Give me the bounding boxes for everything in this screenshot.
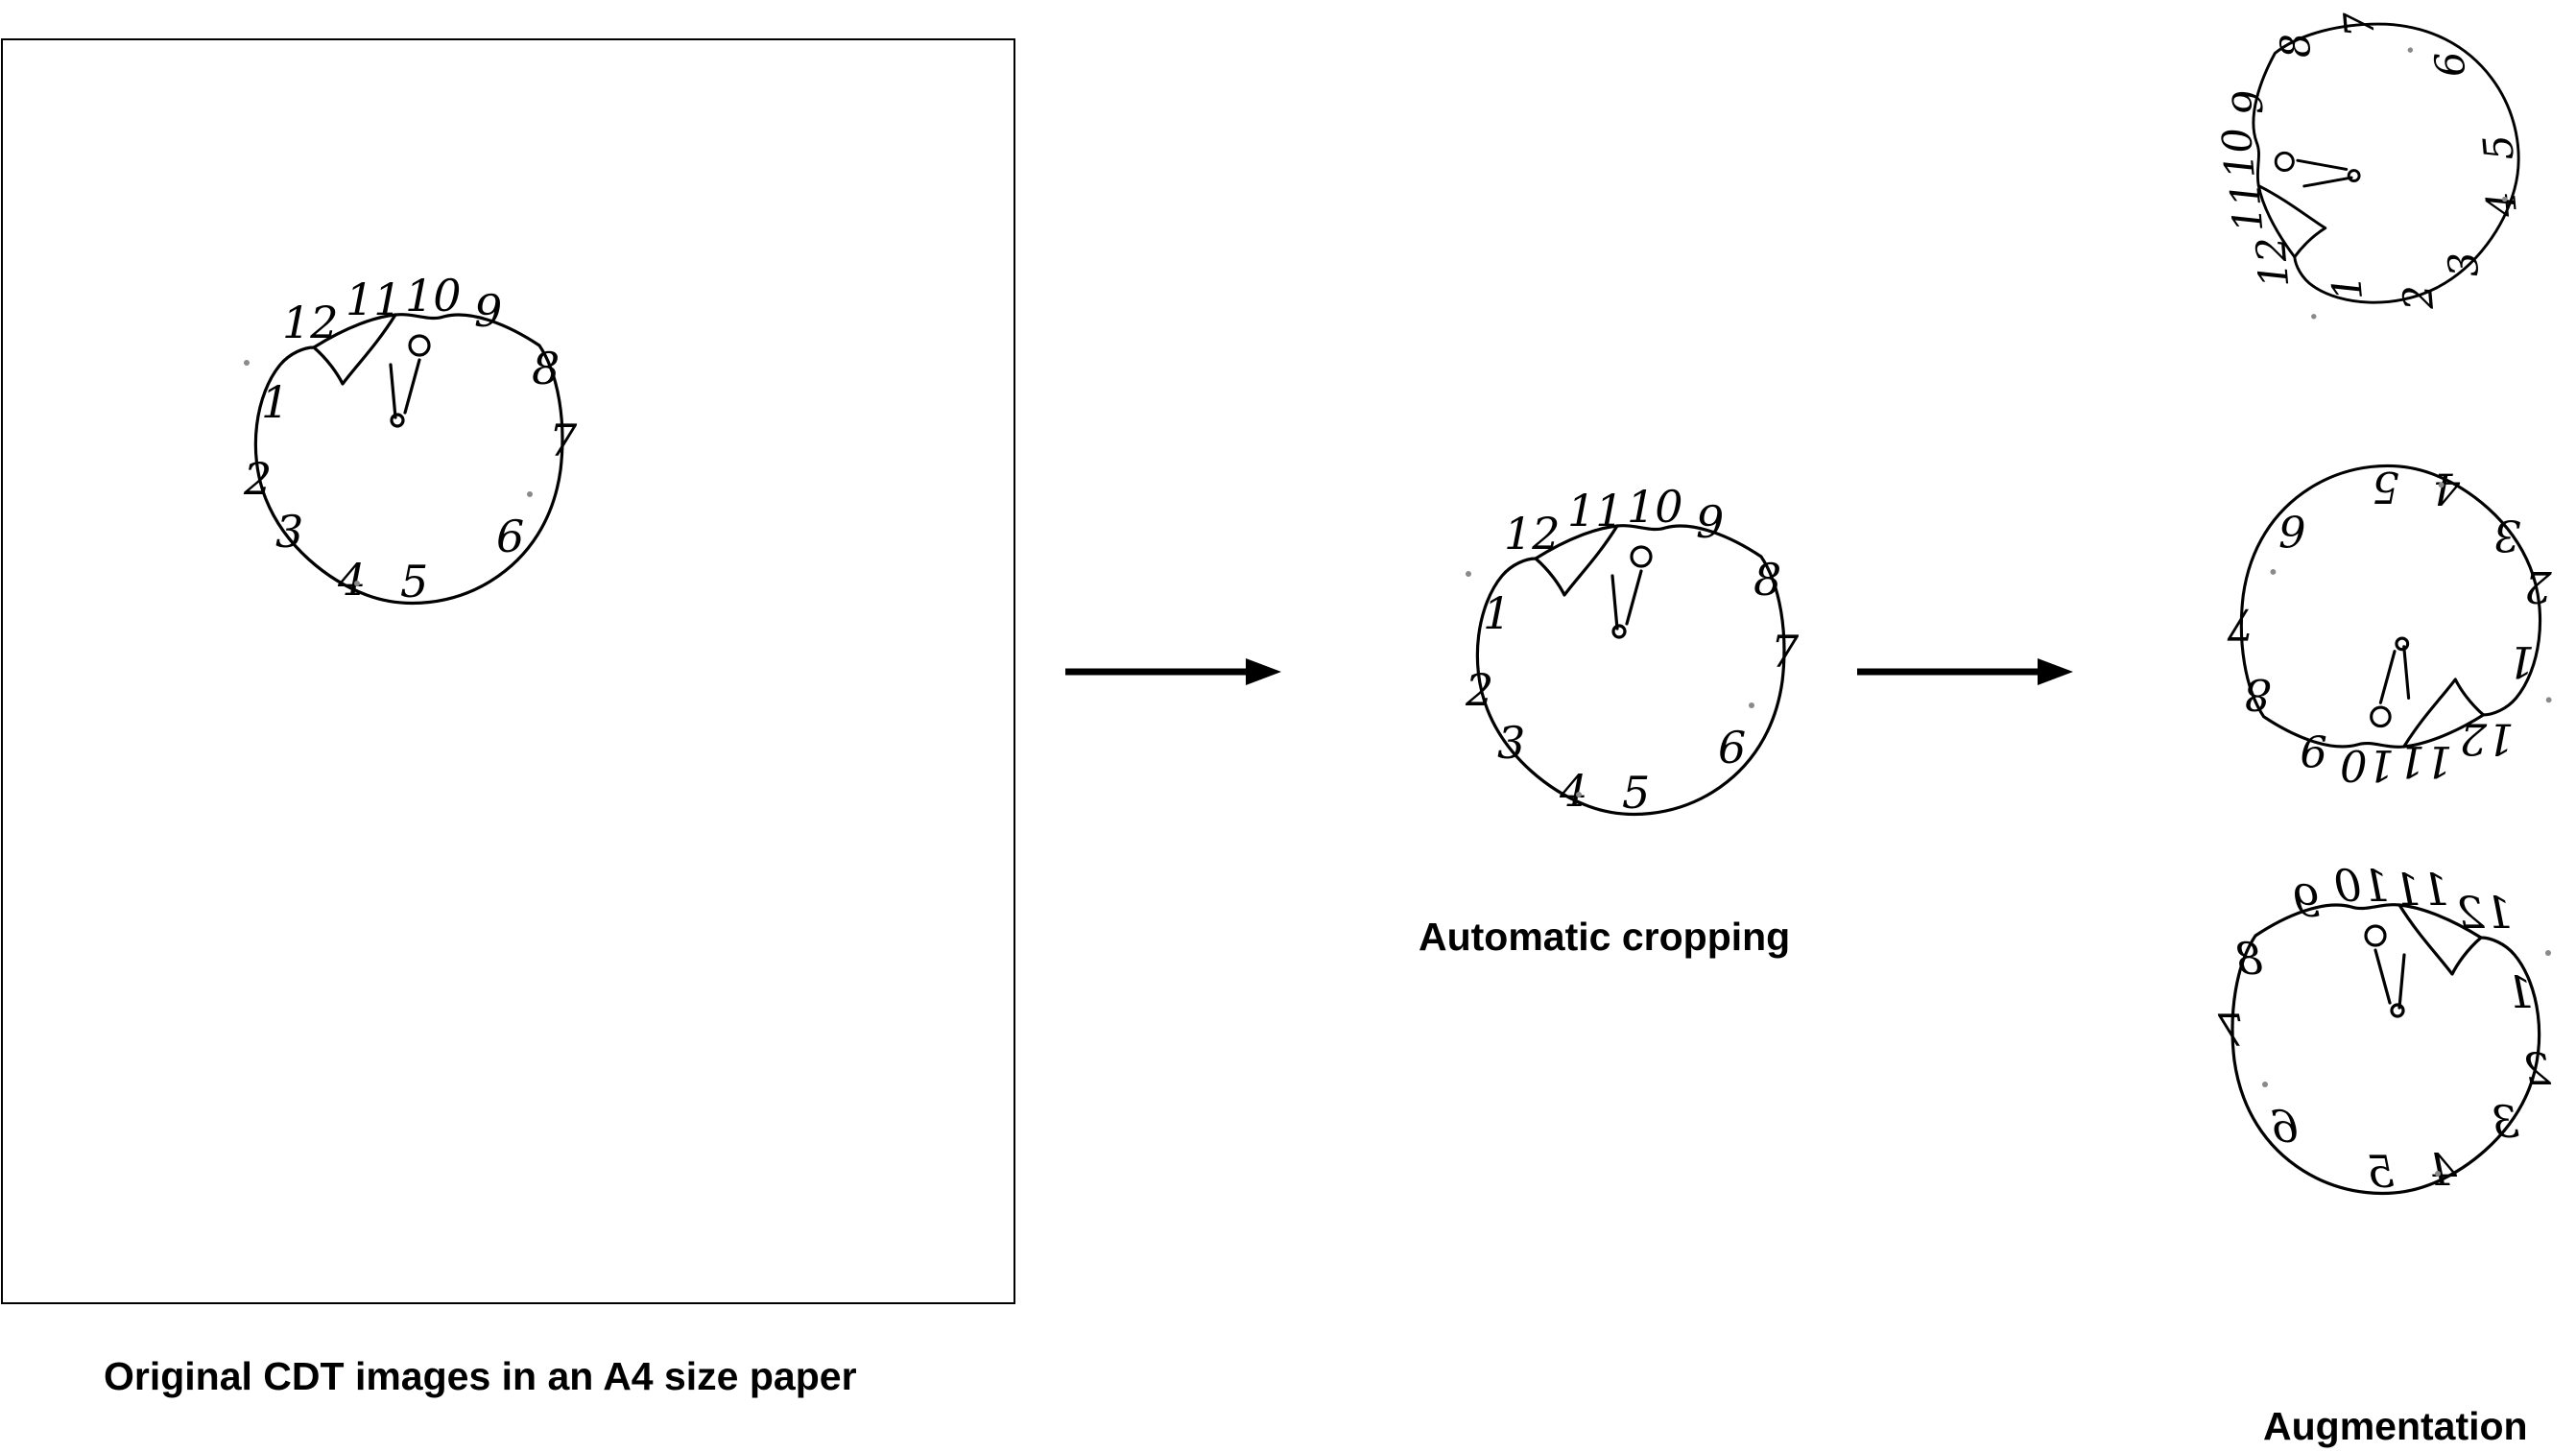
hour-hand: [2373, 948, 2392, 1005]
clock-numeral: 12: [2247, 235, 2298, 290]
clock-numeral: 11: [346, 274, 402, 325]
clock-numeral: 5: [2474, 132, 2523, 162]
clock-numeral: 9: [2293, 875, 2321, 927]
clock-numeral: 6: [1718, 722, 1746, 774]
clock-numeral: 4: [2429, 1144, 2458, 1196]
clock-numeral: 11: [2221, 179, 2272, 234]
clock-drawing-original: 12 11 10 9 8 7 6 5 4 3 2 1: [243, 270, 578, 607]
hand-pivot: [2370, 705, 2392, 728]
clock-numeral: 8: [2235, 933, 2263, 985]
clock-numeral: 7: [1771, 626, 1800, 678]
minute-hand: [2402, 645, 2411, 700]
hour-hand: [2378, 650, 2397, 704]
clock-numeral: 10: [2333, 860, 2390, 912]
minute-hand: [1610, 574, 1619, 631]
clock-numeral: 11: [1567, 485, 1624, 536]
clock-numeral: 5: [1622, 767, 1650, 819]
clock-numeral: 7: [2217, 1005, 2246, 1057]
clock-numeral: 7: [549, 415, 578, 466]
clock-numeral: 3: [2493, 510, 2520, 560]
clock-numeral: 4: [337, 554, 366, 606]
clock-numeral: 12: [2456, 887, 2513, 939]
clock-numeral: 3: [1497, 717, 1525, 769]
caption-augmentation: Augmentation: [2263, 1404, 2528, 1448]
hour-hand: [1625, 569, 1643, 626]
clock-numeral: 4: [2477, 189, 2526, 220]
clock-numeral: 1: [2508, 636, 2535, 687]
hand-pivot: [1630, 545, 1653, 568]
hour-hand: [403, 358, 421, 415]
clock-face-outline: [253, 313, 564, 605]
caption-original-cdt: Original CDT images in an A4 size paper: [104, 1354, 857, 1398]
clock-numeral: 2: [2523, 1043, 2552, 1095]
clock-numeral: 12: [2460, 714, 2515, 765]
clock-numeral: 1: [2506, 966, 2534, 1018]
minute-hand: [389, 363, 397, 419]
clock-numeral: 1: [1483, 587, 1511, 639]
clock-numeral: 6: [2278, 506, 2305, 557]
caption-automatic-cropping: Automatic cropping: [1419, 915, 1791, 959]
minute-hand: [2302, 176, 2353, 188]
clock-numeral: 3: [2492, 1096, 2519, 1148]
clock-face-outline: [2252, 22, 2520, 304]
hand-pivot: [2364, 924, 2387, 947]
clock-numeral: 8: [1753, 554, 1781, 606]
clock-numeral: 5: [2367, 1146, 2395, 1198]
clock-drawing-cropped: 12 11 10 9 8 7 6 5 4 3 2 1: [1465, 481, 1800, 819]
clock-face-outline: [1475, 524, 1786, 816]
clock-numeral: 7: [2227, 599, 2254, 650]
clock-numeral: 12: [282, 297, 339, 348]
clock-numeral: 4: [2433, 464, 2461, 514]
clock-drawing-augmented-flipped: 12 11 10 9 8 7 6 5 4 3 2 1: [2227, 462, 2553, 791]
clock-numeral: 6: [2425, 50, 2474, 80]
clock-numeral: 2: [1465, 664, 1493, 716]
a4-paper-frame: [1, 38, 1015, 1304]
clock-numeral: 4: [1559, 765, 1587, 817]
clock-numeral: 10: [2340, 740, 2395, 791]
clock-numeral: 10: [1627, 481, 1683, 533]
clock-face-outline: [2230, 903, 2541, 1195]
clock-numeral: 3: [275, 506, 303, 558]
hour-hand: [2296, 158, 2349, 171]
clock-numeral: 5: [400, 556, 428, 607]
clock-numeral: 2: [2394, 282, 2443, 313]
minute-hand: [2397, 953, 2406, 1010]
clock-numeral: 1: [2323, 273, 2372, 302]
clock-numeral: 2: [243, 453, 272, 505]
clock-numeral: 9: [474, 285, 502, 337]
clock-numeral: 12: [1504, 508, 1561, 559]
clock-drawing-augmented-mirrored: 12 11 10 9 8 7 6 5 4 3 2 1: [2217, 860, 2552, 1198]
right-arrow-icon: [1857, 658, 2073, 685]
clock-numeral: 6: [496, 511, 524, 562]
clock-numeral: 8: [2244, 669, 2271, 720]
clock-numeral: 1: [261, 376, 289, 428]
hand-pivot: [408, 334, 431, 357]
clock-numeral: 8: [2271, 31, 2320, 60]
clock-numeral: 6: [2271, 1101, 2299, 1153]
clock-drawing-augmented-rotated: 12 11 10 9 8 7 6 5 4 3 2 1: [2212, 9, 2526, 320]
clock-face-outline: [2239, 464, 2542, 749]
clock-numeral: 10: [2212, 126, 2263, 180]
clock-numeral: 9: [1696, 496, 1724, 548]
hand-pivot: [2274, 151, 2295, 172]
clock-numeral: 10: [405, 270, 462, 321]
clock-numeral: 5: [2372, 462, 2398, 512]
clock-numeral: 7: [2334, 9, 2383, 38]
clock-numeral: 3: [2439, 250, 2488, 279]
right-arrow-icon: [1065, 658, 1281, 685]
clock-numeral: 9: [2224, 87, 2273, 117]
clock-numeral: 11: [2393, 864, 2449, 916]
clock-numeral: 2: [2524, 561, 2552, 612]
clock-numeral: 11: [2397, 736, 2452, 787]
clock-numeral: 8: [532, 343, 560, 394]
clock-numeral: 9: [2300, 725, 2326, 775]
